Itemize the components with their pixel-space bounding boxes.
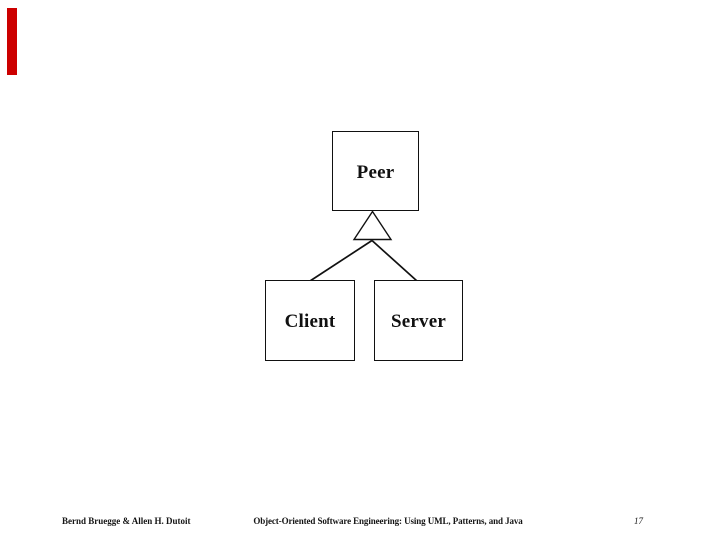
inheritance-triangle-icon	[352, 210, 393, 241]
class-label-client: Client	[284, 311, 336, 332]
uml-class-box-server: Server	[374, 280, 463, 361]
class-label-server: Server	[391, 311, 446, 332]
inheritance-line-client	[309, 239, 373, 282]
footer-author: Bernd Bruegge & Allen H. Dutoit	[62, 516, 191, 526]
slide-accent-bar	[7, 8, 17, 75]
uml-class-box-client: Client	[265, 280, 355, 361]
footer-book-title: Object-Oriented Software Engineering: Us…	[253, 516, 523, 526]
footer-page-number: 17	[634, 516, 643, 526]
class-label-peer: Peer	[356, 161, 395, 183]
inheritance-line-server	[371, 239, 418, 282]
uml-class-box-peer: Peer	[332, 131, 419, 211]
